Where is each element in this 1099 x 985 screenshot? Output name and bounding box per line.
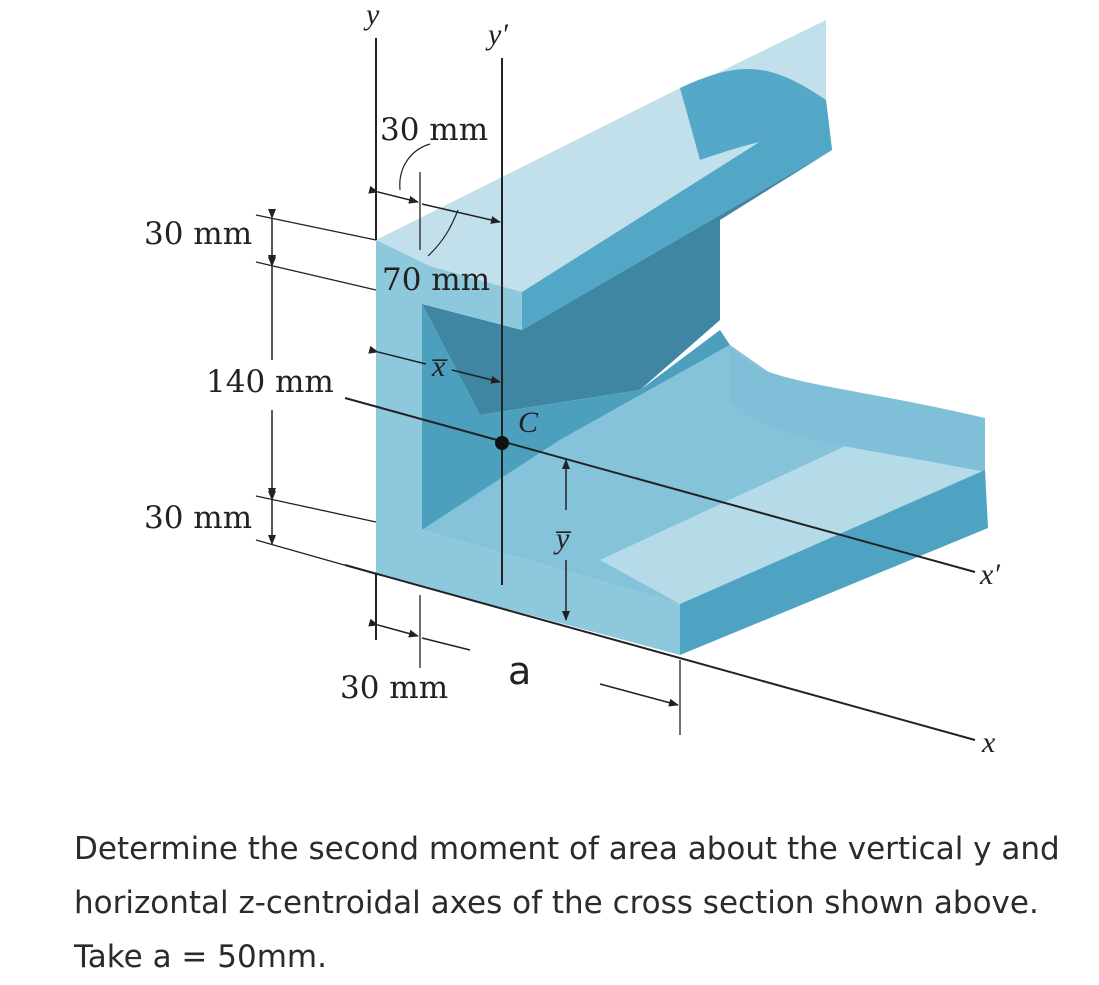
dim-web-thickness: 30 mm [340,670,448,706]
dim-top-flange-height: 30 mm [144,216,252,252]
x-axis-line [344,564,976,741]
bottom-flange-end [730,345,985,472]
dim-bottom-flange-height: 30 mm [144,500,252,536]
y-prime-axis-label: y′ [485,18,508,51]
section-front-face [376,240,680,655]
x-bar-dim-line [368,345,427,365]
dim-web-offset: 70 mm [382,262,490,298]
dim-web-offset-line [421,203,501,224]
y-axis-label: y [363,0,380,31]
dim-top-flange-width-line [368,185,419,204]
web-inner-face [422,150,832,415]
a-label: a [508,649,531,693]
dim-top-flange-width: 30 mm [380,112,488,148]
y-bar-label: y̅ [553,522,572,555]
centroid-label: C [518,406,539,439]
x-axis-label: x [981,726,996,759]
x-bar-label: x̅ [431,350,448,383]
centroid-point [495,436,509,450]
dim-a-line [599,683,679,707]
top-flange-front-face [522,100,832,330]
bottom-flange-top-face-light [600,420,985,604]
x-prime-axis-label: x′ [979,558,1000,591]
x-prime-axis-line [344,397,976,573]
problem-statement: Determine the second moment of area abou… [74,831,1060,975]
dim-web-height: 140 mm [206,364,334,400]
cavity-back [422,304,730,530]
channel-section-diagram: y y′ x′ x C x̅ y̅ a 30 mm 70 mm 30 mm 14… [144,0,1000,759]
bottom-flange-front-face [680,470,988,655]
dim-web-thickness-line [368,618,419,638]
